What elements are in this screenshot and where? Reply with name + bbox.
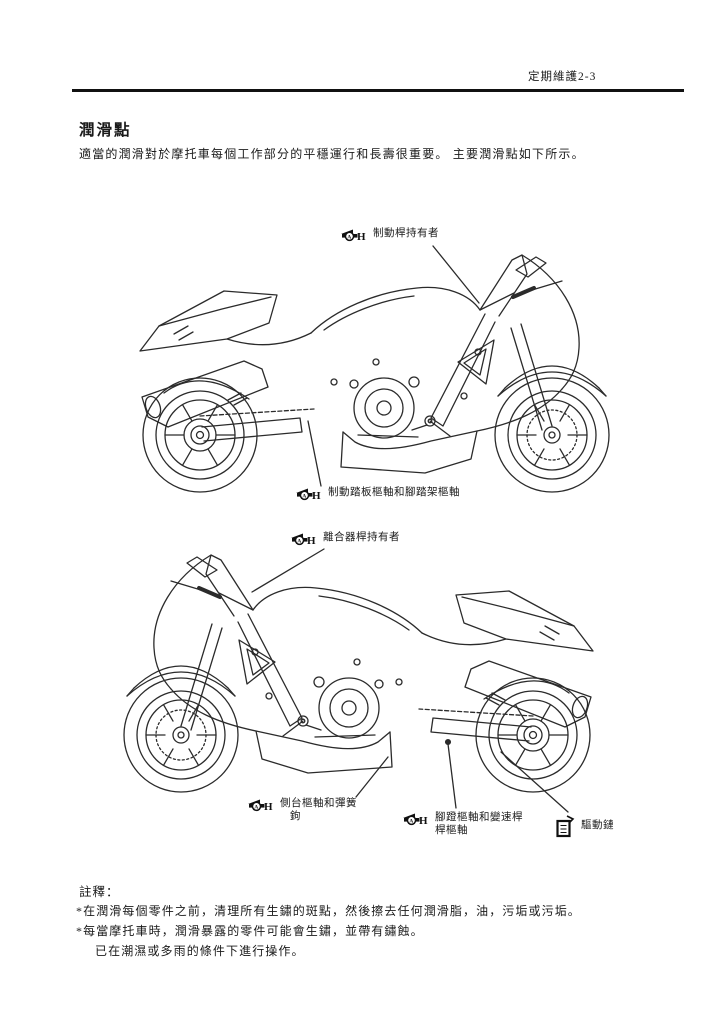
header-divider [72, 89, 684, 92]
svg-text:A: A [409, 818, 414, 824]
callout-label: 驅動鏈 [581, 820, 614, 831]
svg-text:A: A [254, 804, 259, 810]
grease-gun-icon: A H [403, 813, 428, 826]
note-line-3: 已在潮濕或多雨的條件下進行操作。 [95, 944, 305, 958]
note-line-2: *每當摩托車時，潤滑暴露的零件可能會生鏽，並帶有鏽蝕。 [76, 924, 424, 938]
section-title: 潤滑點 [79, 122, 132, 139]
callout-label: 制動桿持有者 [373, 228, 439, 239]
motorcycle-figure-bottom [122, 553, 595, 794]
svg-text:H: H [312, 490, 321, 501]
motorcycle-figure-top [138, 253, 611, 494]
svg-text:H: H [357, 231, 366, 242]
callout-label: 制動踏板樞軸和腳踏架樞軸 [328, 487, 460, 498]
intro-paragraph: 適當的潤滑對於摩托車每個工作部分的平穩運行和長壽很重要。 主要潤滑點如下所示。 [79, 147, 585, 161]
grease-gun-icon: A H [248, 799, 273, 812]
callout-footrest-gearshift-pivot: A H 腳蹬樞軸和變速桿 桿樞軸 [402, 811, 523, 837]
svg-text:A: A [347, 234, 352, 240]
callout-label-line1: 側台樞軸和彈簧 [280, 798, 357, 809]
svg-text:A: A [297, 538, 302, 544]
svg-text:H: H [419, 815, 428, 826]
callout-side-stand-pivot: A H 側台樞軸和彈簧 鉤 [247, 797, 357, 823]
callout-label-line2: 鉤 [290, 811, 301, 822]
callout-drive-chain: 驅動鏈 [555, 813, 614, 839]
note-line-1: *在潤滑每個零件之前，清理所有生鏽的斑點，然後擦去任何潤滑脂，油，污垢或污垢。 [76, 904, 581, 918]
grease-gun-icon: A H [296, 488, 321, 501]
callout-clutch-lever-holder: A H 離合器桿持有者 [290, 531, 400, 546]
callout-label-line1: 腳蹬樞軸和變速桿 [435, 812, 523, 823]
leader-lines [251, 245, 569, 813]
chain-lube-can-icon [556, 814, 575, 837]
notes-heading: 註釋： [79, 885, 120, 899]
callout-brake-lever-holder: A H 制動桿持有者 [340, 227, 439, 242]
grease-gun-icon: A H [291, 533, 316, 546]
callout-brake-pedal-pivot: A H 制動踏板樞軸和腳踏架樞軸 [295, 486, 460, 501]
callout-label: 離合器桿持有者 [323, 532, 400, 543]
svg-text:A: A [302, 493, 307, 499]
callout-label-line2: 桿樞軸 [435, 825, 468, 836]
grease-gun-icon: A H [341, 229, 366, 242]
svg-text:H: H [307, 535, 316, 546]
page-header-text: 定期維護2-3 [528, 71, 597, 83]
svg-text:H: H [264, 801, 273, 812]
